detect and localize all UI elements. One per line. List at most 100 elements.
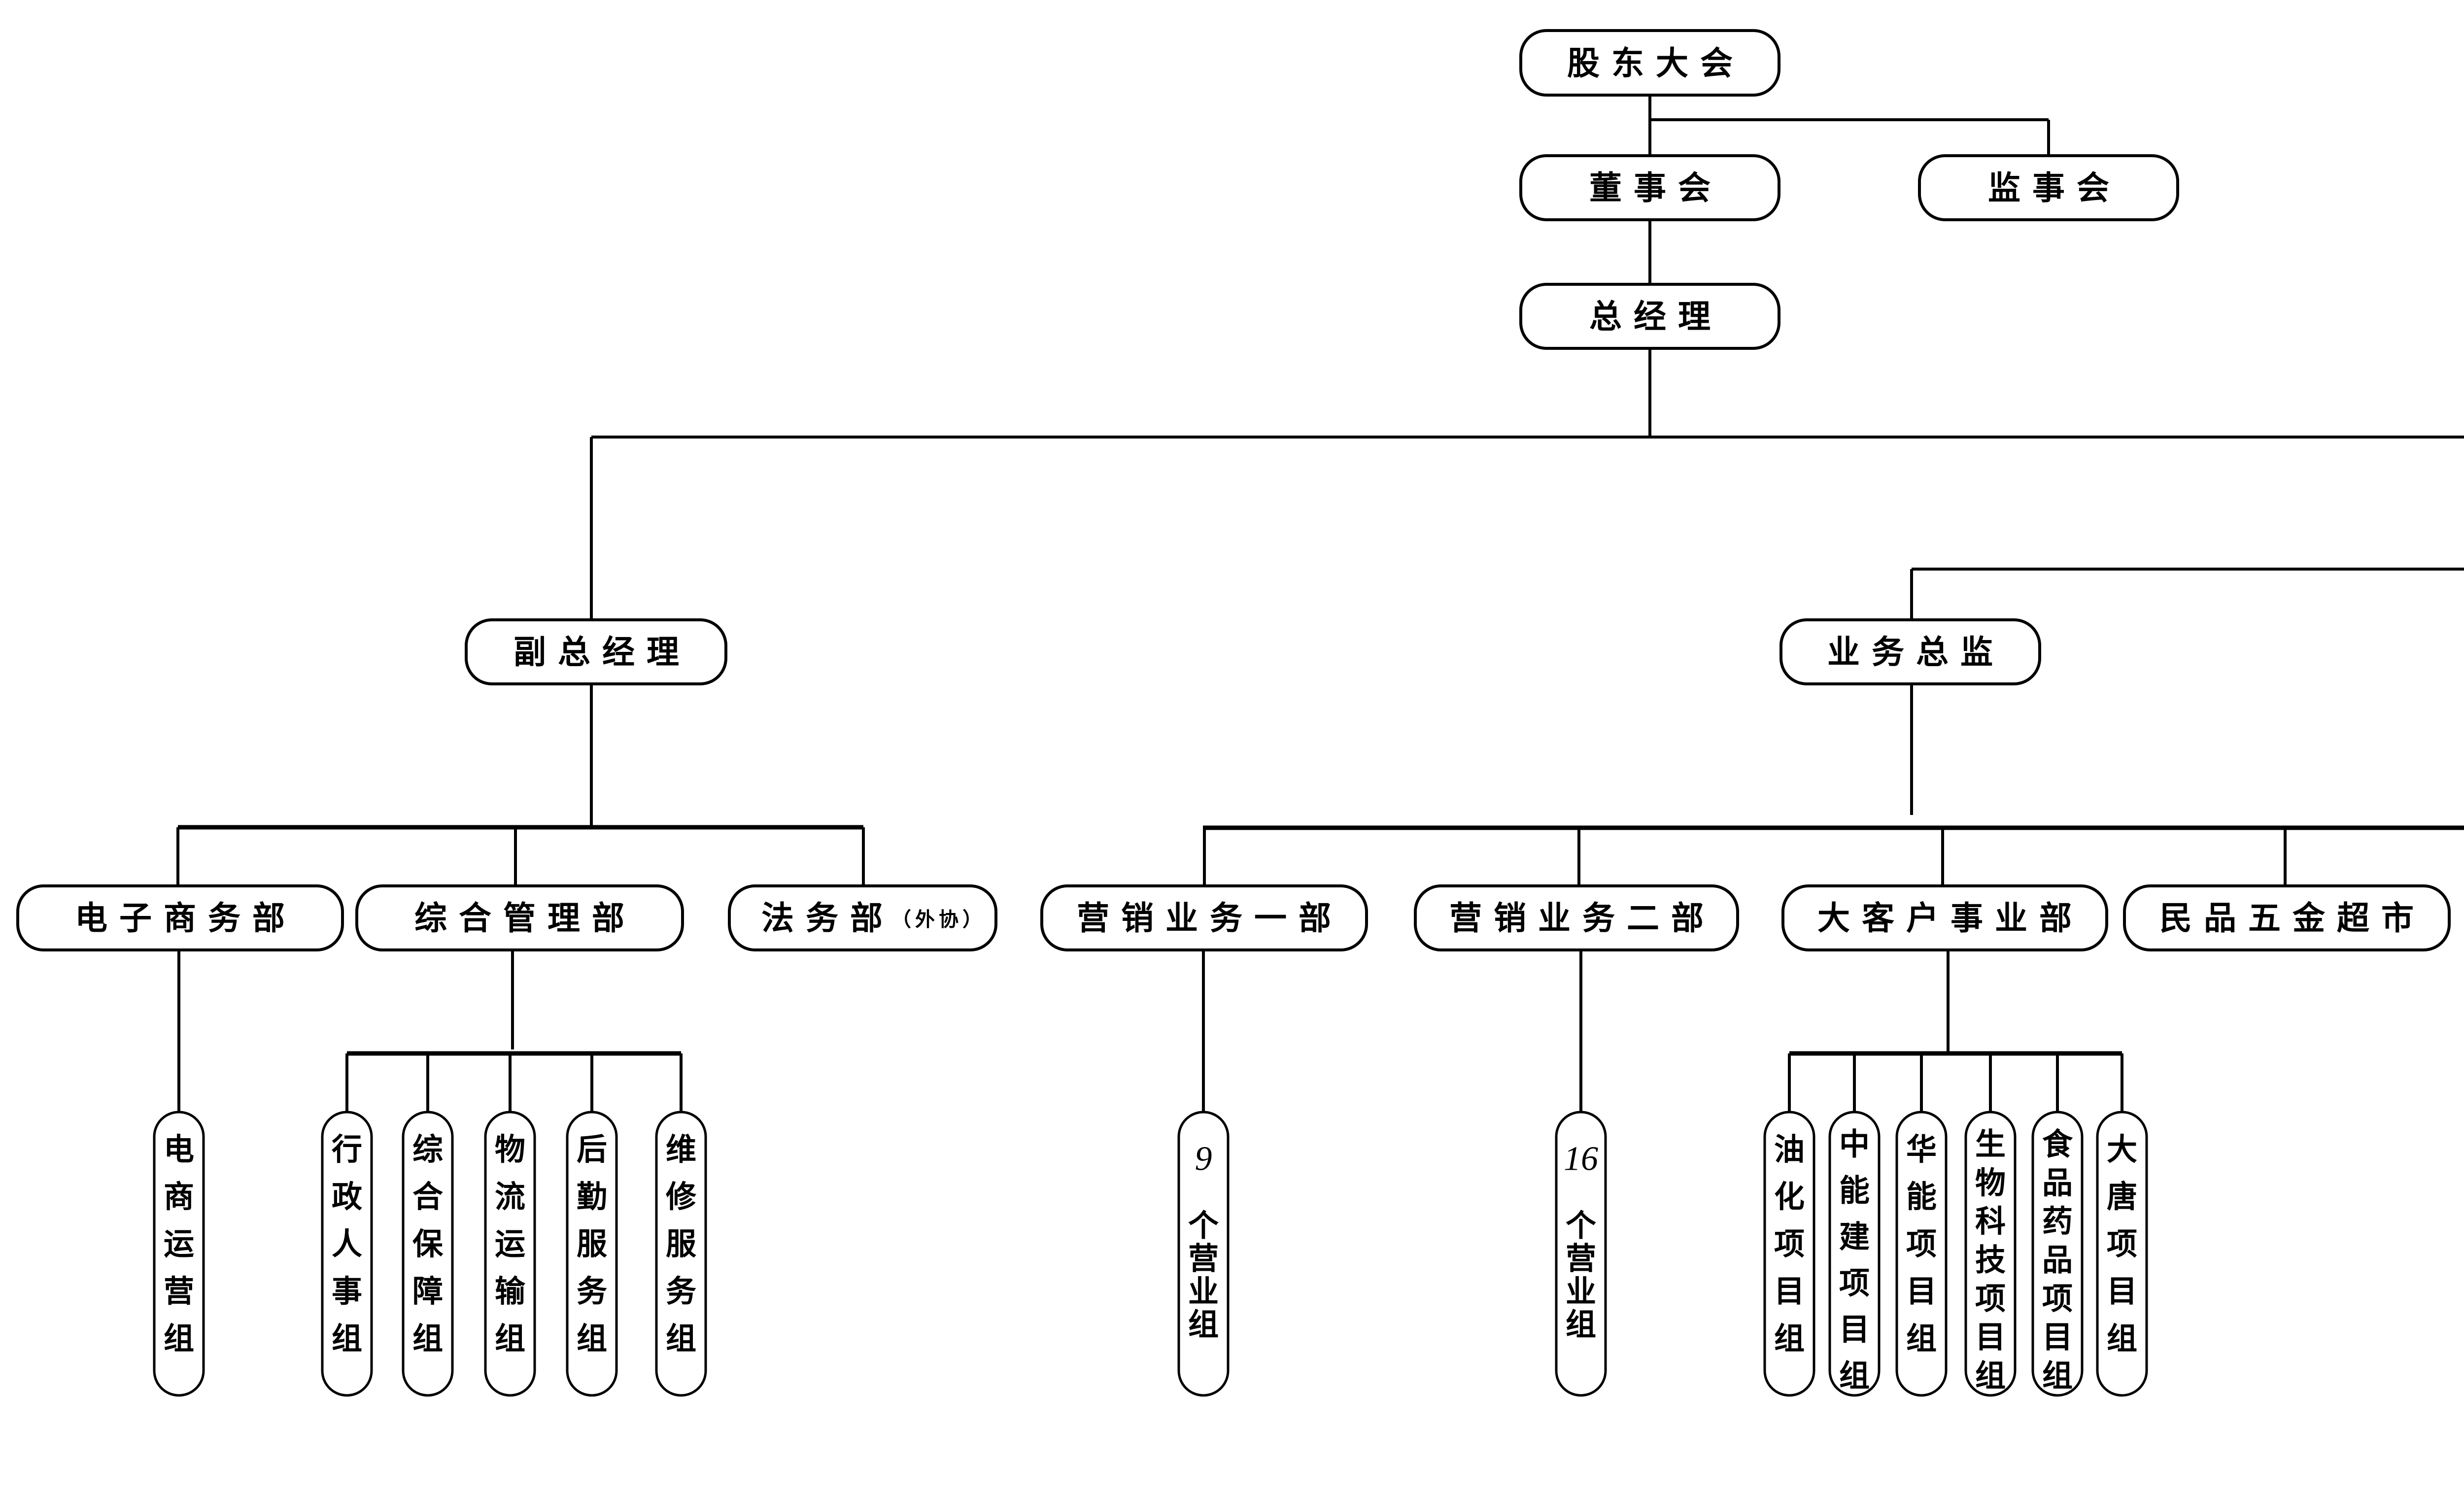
pill-char: 事 [332,1273,362,1309]
node-label-note: （外协） [891,908,986,931]
node-box [1519,283,1780,350]
pill-char: 业 [1188,1274,1219,1310]
pill-char: 保 [412,1226,444,1262]
node-box [355,884,684,951]
node-sales-dept-1: 营销业务一部 [1040,884,1368,951]
node-label: 股东大会 [1567,44,1745,82]
pill-char: 服 [577,1226,607,1262]
group-pills: 电商运营组行政人事组综合保障组物流运输组后勤服务组维修服务组9个营业组16个营业… [153,1111,2148,1397]
pill-count: 16 [1564,1140,1598,1178]
pill-box [1964,1111,2017,1397]
pill-char: 大 [2107,1131,2137,1167]
node-label: 董事会 [1589,169,1722,207]
pill-char: 营 [1566,1241,1596,1277]
pill-char: 项 [2107,1226,2137,1262]
pill-char: 生 [1975,1126,2006,1162]
pill-char: 综 [412,1131,443,1167]
pill-char: 组 [1906,1320,1937,1356]
node-label: 业务总监 [1827,633,2005,671]
pill-char: 勤 [577,1179,607,1215]
pill-char: 务 [666,1273,696,1309]
pill-char: 项 [1774,1226,1805,1262]
pill-char: 建 [1839,1219,1870,1255]
pill-char: 后 [577,1131,607,1167]
pill-char: 流 [495,1179,525,1215]
pill-char: 华 [1906,1131,1937,1167]
node-legal-dept: 法务部 （外协） [728,884,997,951]
pill-char: 组 [2042,1358,2073,1394]
node-business-director: 业务总监 [1780,618,2041,685]
pill-box [1177,1111,1230,1397]
pill-char: 营 [1188,1241,1219,1277]
node-general-mgmt-dept: 综合管理部 [355,884,684,951]
pill-char: 项 [2042,1281,2073,1317]
pill-char: 务 [577,1273,607,1309]
pill-char: 组 [495,1320,525,1356]
node-label: 监事会 [1988,169,2121,207]
node-box [1780,618,2041,685]
node-label: 综合管理部 [414,899,636,937]
pill-char: 电 [164,1131,194,1167]
pill-char: 唐 [2107,1179,2137,1215]
pill-char: 物 [495,1131,525,1167]
pill-char: 商 [164,1179,194,1215]
pill-char: 合 [412,1179,443,1215]
pill-box [2031,1111,2084,1397]
pill-char: 输 [495,1273,526,1309]
pill-char: 组 [164,1320,194,1356]
node-box [728,884,997,951]
pill-char: 维 [666,1131,696,1167]
pill-char: 技 [1975,1242,2006,1278]
pill-char: 目 [1774,1273,1805,1309]
pill-char: 目 [1975,1319,2006,1355]
pill-char: 障 [412,1273,443,1309]
pill-char: 品 [2042,1165,2073,1201]
node-ecommerce-dept: 电子商务部 [16,884,344,951]
pill-char: 油 [1774,1131,1805,1167]
node-label: 总经理 [1589,297,1722,336]
pill-char: 目 [1839,1312,1870,1348]
node-hardware-supermarket: 民品五金超市 [2123,884,2451,951]
pill-box [402,1111,454,1397]
pill-char: 组 [1975,1358,2006,1394]
node-label: 营销业务一部 [1077,899,1343,937]
node-ceo: 总经理 [1519,283,1780,350]
pill-char: 组 [1566,1307,1596,1343]
pill-char: 个 [1188,1208,1219,1244]
pill-char: 人 [332,1226,362,1262]
node-sales-dept-2: 营销业务二部 [1414,884,1739,951]
pill-char: 项 [1975,1281,2006,1317]
pill-char: 目 [1906,1273,1937,1309]
node-box [465,618,727,685]
pill-char: 目 [2107,1273,2137,1309]
pill-char: 组 [666,1320,696,1356]
pill-char: 药 [2042,1203,2073,1239]
pill-count: 9 [1195,1140,1212,1178]
pill-char: 中 [1839,1126,1870,1162]
pill-char: 化 [1774,1179,1805,1215]
node-label: 营销业务二部 [1449,899,1715,937]
pill-char: 组 [1839,1358,1870,1394]
node-vp: 副总经理 [465,618,727,685]
pill-box [1763,1111,1815,1397]
pill-box [566,1111,618,1397]
node-box [1519,29,1780,97]
node-box [1918,154,2179,221]
node-box [1414,884,1739,951]
pill-box [2096,1111,2148,1397]
node-box [1781,884,2108,951]
connector-lines [176,95,2464,1112]
node-box [1519,154,1780,221]
pill-char: 组 [1774,1320,1805,1356]
node-label: 法务部 [761,899,894,937]
pill-box [655,1111,707,1397]
node-label: 电子商务部 [75,899,297,937]
pill-box [1555,1111,1607,1397]
pill-char: 运 [164,1226,194,1262]
